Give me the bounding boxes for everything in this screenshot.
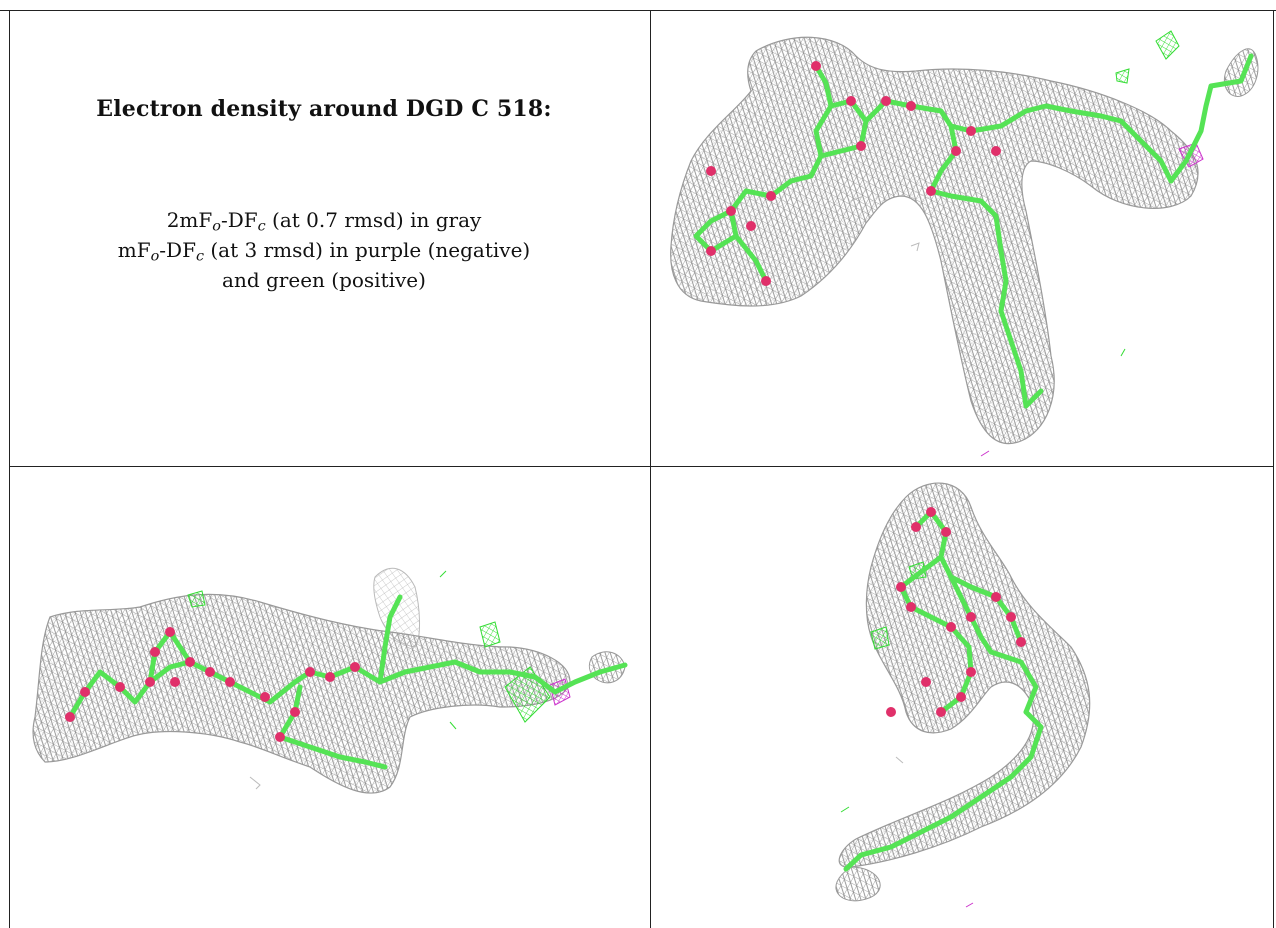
table-border-right	[1273, 10, 1274, 928]
stray-density-fragments	[850, 196, 1126, 457]
oxygen-atoms	[886, 507, 1026, 717]
stray-density-fragments	[249, 570, 457, 790]
legend-cell: Electron density around DGD C 518: 2mFo-…	[0, 0, 648, 466]
stick-model	[693, 53, 1254, 409]
mesh-2fofc	[670, 36, 1259, 445]
legend-line-2fofc: 2mFo-DFc (at 0.7 rmsd) in gray	[166, 208, 482, 235]
oxygen-atoms	[65, 627, 360, 742]
legend-title: Electron density around DGD C 518:	[96, 96, 552, 122]
mesh-2fofc	[835, 482, 1091, 902]
legend-line-fofc: mFo-DFc (at 3 rmsd) in purple (negative)	[117, 238, 531, 265]
table-divider-horizontal	[9, 466, 1274, 467]
oxygen-atoms	[706, 61, 1001, 286]
electron-density-view-1-icon	[651, 11, 1273, 466]
electron-density-view-2-icon	[10, 467, 650, 928]
legend-lines: 2mFo-DFc (at 0.7 rmsd) in gray mFo-DFc (…	[0, 205, 648, 295]
electron-density-view-3-icon	[651, 467, 1273, 928]
mesh-2fofc	[32, 567, 626, 794]
table-border-left	[9, 10, 10, 928]
stray-density-fragments	[840, 756, 974, 908]
fofc-positive-blobs	[1115, 30, 1180, 84]
legend-line-fofc-positive: and green (positive)	[222, 268, 426, 292]
table-border-top	[0, 10, 1276, 11]
table-divider-vertical	[650, 10, 651, 928]
